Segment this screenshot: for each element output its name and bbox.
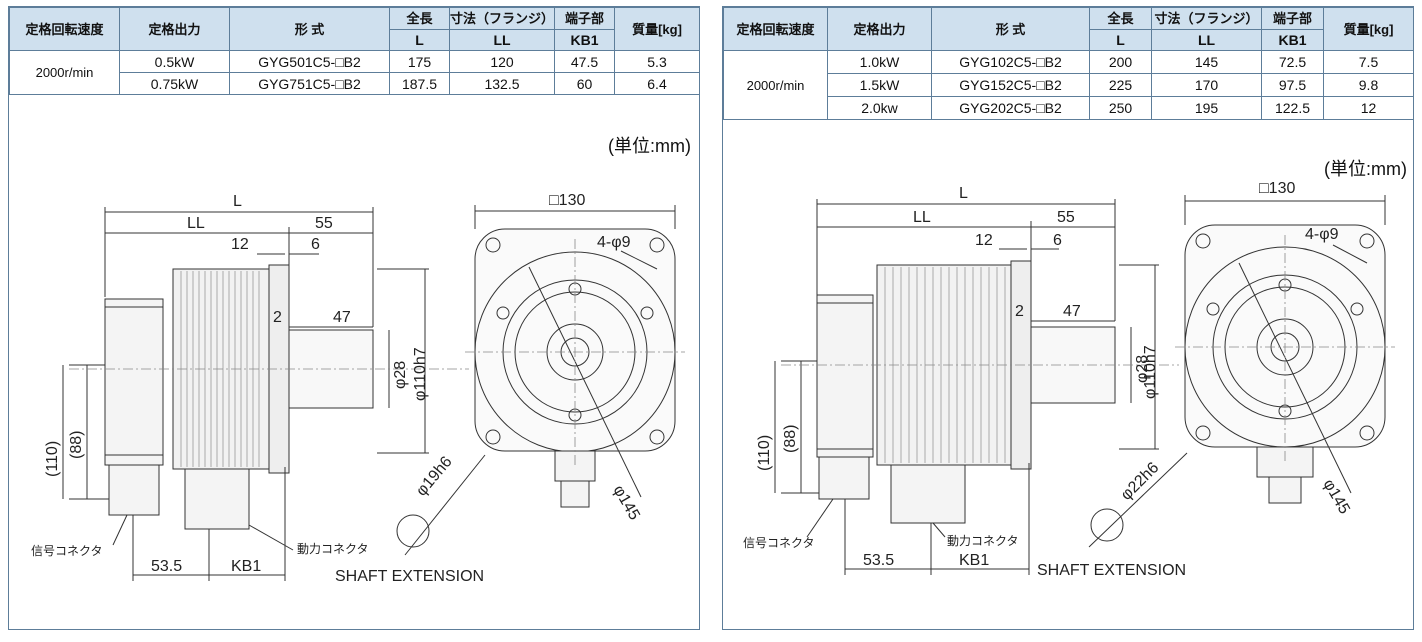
dim-kb1: KB1 bbox=[231, 558, 261, 575]
header-length: 全長 bbox=[389, 7, 450, 30]
mass-cell: 12 bbox=[1323, 96, 1413, 120]
model-cell: GYG152C5-□B2 bbox=[931, 73, 1090, 97]
dim-6: 6 bbox=[1053, 232, 1062, 249]
dim-shaft-dia: φ28 bbox=[1134, 355, 1151, 383]
header-sub-LL: LL bbox=[1151, 29, 1262, 51]
flange-cell: 195 bbox=[1151, 96, 1262, 120]
terminal-cell: 72.5 bbox=[1261, 50, 1324, 74]
unit-label: (単位:mm) bbox=[1324, 159, 1407, 179]
dim-spigot: φ110h7 bbox=[1142, 345, 1159, 399]
dim-L: L bbox=[233, 193, 242, 210]
dim-2: 2 bbox=[273, 309, 282, 326]
motor-drawing-right: L LL 55 12 6 2 47 φ28 φ110h7 (88) (110) … bbox=[743, 180, 1395, 579]
dim-LL: LL bbox=[187, 215, 205, 232]
mass-cell: 6.4 bbox=[614, 72, 699, 95]
dim-88: (88) bbox=[68, 431, 85, 459]
dim-53-5: 53.5 bbox=[863, 552, 894, 569]
header-flange: 寸法（フランジ） bbox=[449, 7, 555, 30]
dim-flange-square: □130 bbox=[1259, 180, 1295, 197]
speed-cell: 2000r/min bbox=[723, 50, 828, 120]
header-terminal: 端子部 bbox=[554, 7, 615, 30]
length-cell: 225 bbox=[1089, 73, 1152, 97]
shaft-extension-label: SHAFT EXTENSION bbox=[335, 568, 484, 585]
header-sub-LL: LL bbox=[449, 29, 555, 51]
dim-holes: 4-φ9 bbox=[597, 234, 631, 251]
dim-L: L bbox=[959, 185, 968, 202]
right-panel: 定格回転速度 定格出力 形 式 全長 寸法（フランジ） 端子部 質量[kg] L… bbox=[722, 6, 1414, 630]
dim-88: (88) bbox=[782, 425, 799, 453]
header-sub-KB1: KB1 bbox=[554, 29, 615, 51]
dim-47: 47 bbox=[1063, 303, 1081, 320]
dim-shaft-dia: φ28 bbox=[392, 361, 409, 389]
header-output: 定格出力 bbox=[827, 7, 932, 51]
dim-12: 12 bbox=[231, 236, 249, 253]
dim-12: 12 bbox=[975, 232, 993, 249]
dim-LL: LL bbox=[913, 209, 931, 226]
signal-connector-label: 信号コネクタ bbox=[743, 536, 815, 550]
terminal-cell: 97.5 bbox=[1261, 73, 1324, 97]
signal-connector-label: 信号コネクタ bbox=[31, 544, 103, 558]
motor-drawing-left: L LL 55 12 6 2 47 φ28 φ110h7 (88) (110) … bbox=[31, 192, 685, 585]
header-sub-L: L bbox=[1089, 29, 1152, 51]
flange-cell: 132.5 bbox=[449, 72, 555, 95]
header-speed: 定格回転速度 bbox=[9, 7, 120, 51]
spec-table-right: 定格回転速度 定格出力 形 式 全長 寸法（フランジ） 端子部 質量[kg] L… bbox=[723, 7, 1413, 120]
dim-6: 6 bbox=[311, 236, 320, 253]
left-panel: 定格回転速度 定格出力 形 式 全長 寸法（フランジ） 端子部 質量[kg] L… bbox=[8, 6, 700, 630]
dim-spigot: φ110h7 bbox=[412, 347, 429, 401]
header-mass: 質量[kg] bbox=[1323, 7, 1413, 51]
length-cell: 187.5 bbox=[389, 72, 450, 95]
dim-pcd: φ145 bbox=[1320, 477, 1353, 518]
dim-holes: 4-φ9 bbox=[1305, 226, 1339, 243]
output-cell: 2.0kw bbox=[827, 96, 932, 120]
header-mass: 質量[kg] bbox=[614, 7, 699, 51]
power-connector-label: 動力コネクタ bbox=[297, 542, 369, 556]
header-sub-L: L bbox=[389, 29, 450, 51]
model-cell: GYG202C5-□B2 bbox=[931, 96, 1090, 120]
dim-55: 55 bbox=[1057, 209, 1075, 226]
dim-shaft-ext-dia: φ19h6 bbox=[413, 453, 456, 499]
header-flange: 寸法（フランジ） bbox=[1151, 7, 1262, 30]
dim-110: (110) bbox=[756, 435, 773, 471]
terminal-cell: 60 bbox=[554, 72, 615, 95]
dim-shaft-ext-dia: φ22h6 bbox=[1118, 459, 1163, 504]
dim-pcd: φ145 bbox=[610, 483, 643, 524]
output-cell: 0.75kW bbox=[119, 72, 230, 95]
header-length: 全長 bbox=[1089, 7, 1152, 30]
dim-flange-square: □130 bbox=[549, 192, 585, 209]
power-connector-label: 動力コネクタ bbox=[947, 534, 1019, 548]
speed-cell: 2000r/min bbox=[9, 50, 120, 95]
terminal-cell: 122.5 bbox=[1261, 96, 1324, 120]
unit-label: (単位:mm) bbox=[608, 136, 691, 156]
header-sub-KB1: KB1 bbox=[1261, 29, 1324, 51]
dim-110: (110) bbox=[44, 441, 61, 477]
shaft-extension-label: SHAFT EXTENSION bbox=[1037, 562, 1186, 579]
model-cell: GYG751C5-□B2 bbox=[229, 72, 390, 95]
dim-47: 47 bbox=[333, 309, 351, 326]
spec-table-left: 定格回転速度 定格出力 形 式 全長 寸法（フランジ） 端子部 質量[kg] L… bbox=[9, 7, 699, 95]
output-cell: 1.0kW bbox=[827, 50, 932, 74]
dim-2: 2 bbox=[1015, 303, 1024, 320]
model-cell: GYG102C5-□B2 bbox=[931, 50, 1090, 74]
header-terminal: 端子部 bbox=[1261, 7, 1324, 30]
output-cell: 0.5kW bbox=[119, 50, 230, 73]
dim-53-5: 53.5 bbox=[151, 558, 182, 575]
dim-kb1: KB1 bbox=[959, 552, 989, 569]
dim-55: 55 bbox=[315, 215, 333, 232]
header-model: 形 式 bbox=[931, 7, 1090, 51]
